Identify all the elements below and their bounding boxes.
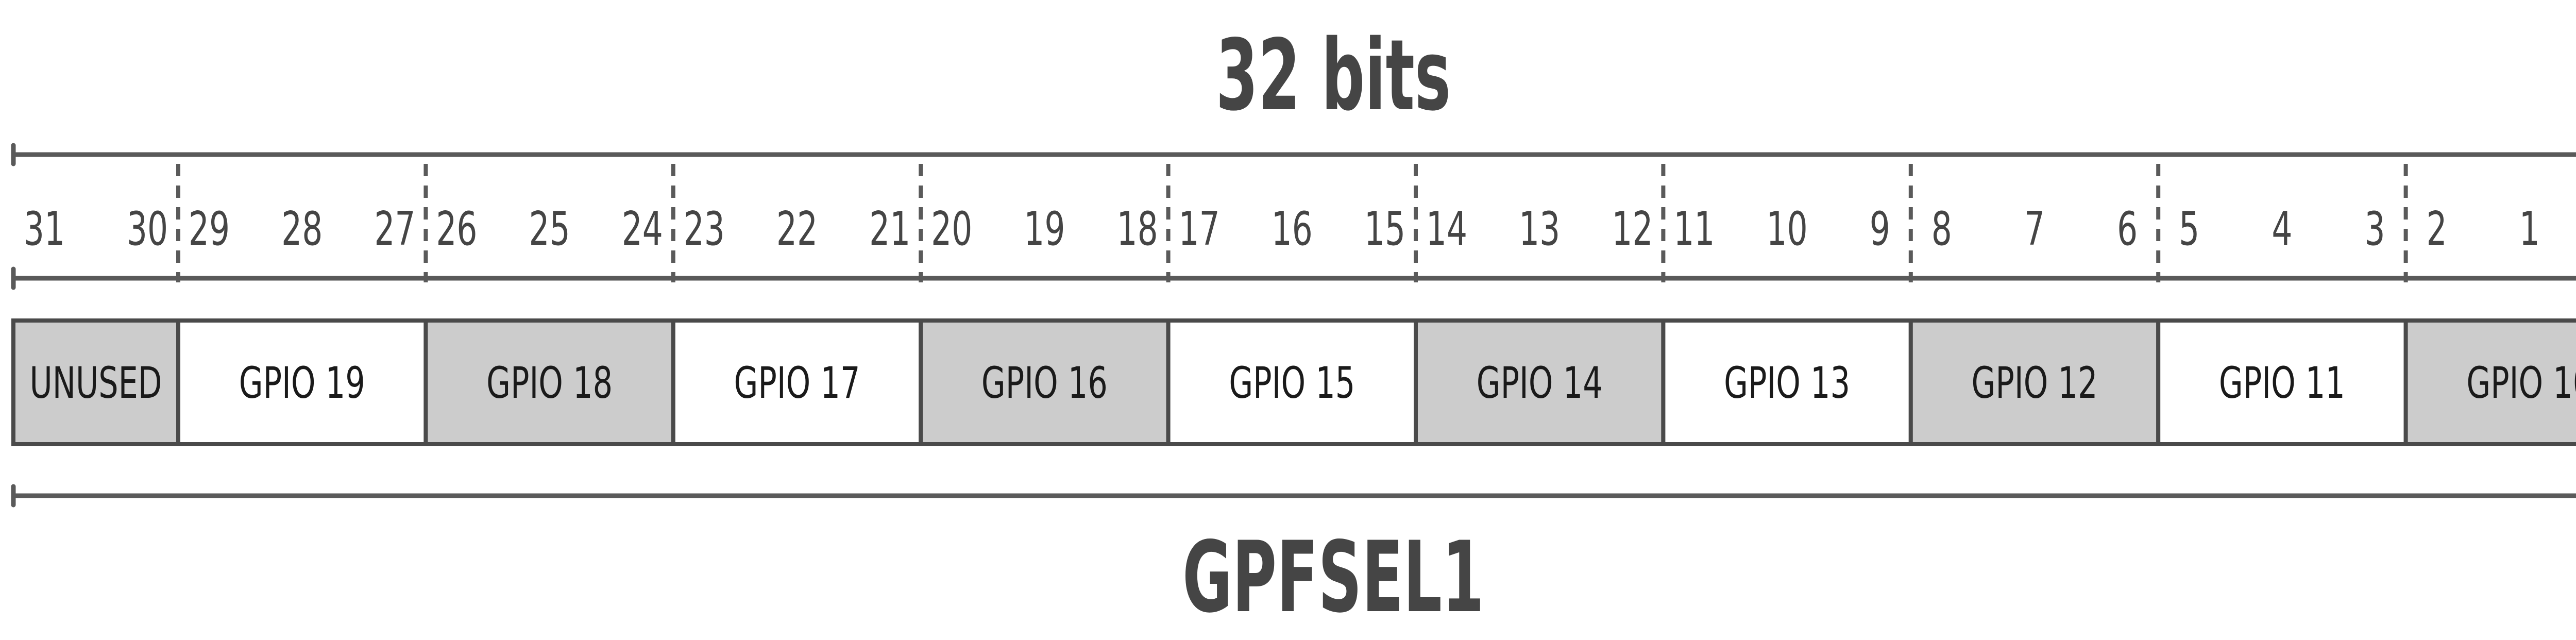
bit-number: 18 xyxy=(1117,203,1158,256)
bit-number: 21 xyxy=(869,203,910,256)
bit-number: 12 xyxy=(1612,203,1653,256)
field-cell xyxy=(919,318,1171,446)
bit-number: 23 xyxy=(684,203,725,256)
field-cell xyxy=(2403,318,2576,446)
bit-number: 9 xyxy=(1870,203,1890,256)
bit-number: 16 xyxy=(1272,203,1313,256)
field-cell xyxy=(671,318,923,446)
field-label: GPIO 17 xyxy=(734,358,860,409)
field-label: GPIO 13 xyxy=(1724,358,1850,409)
field-cell xyxy=(2156,318,2408,446)
field-label: GPIO 16 xyxy=(981,358,1108,409)
bit-number: 20 xyxy=(931,203,972,256)
bit-number: 29 xyxy=(189,203,230,256)
bit-number: 14 xyxy=(1426,203,1467,256)
register-fields: UNUSED GPIO 19 GPIO 18 GPIO 17 GPIO 16 GPIO 1… xyxy=(11,318,2576,446)
bit-number: 8 xyxy=(1931,203,1952,256)
field-cell xyxy=(11,318,180,446)
bit-number: 2 xyxy=(2427,203,2447,256)
bit-number: 13 xyxy=(1519,203,1560,256)
field-label: GPIO 15 xyxy=(1229,358,1355,409)
field-cell xyxy=(1908,318,2161,446)
field-label: GPIO 18 xyxy=(486,358,613,409)
bit-number: 30 xyxy=(127,203,168,256)
field-cell xyxy=(1414,318,1666,446)
bit-number: 17 xyxy=(1179,203,1220,256)
register-name: GPFSEL1 xyxy=(1182,521,1484,635)
field-label: GPIO 10 xyxy=(2466,358,2576,409)
field-label: GPIO 12 xyxy=(1972,358,2098,409)
bit-number: 10 xyxy=(1767,203,1808,256)
bit-number: 11 xyxy=(1673,203,1715,256)
bit-number: 31 xyxy=(24,203,65,256)
bit-number: 5 xyxy=(2179,203,2199,256)
bit-row-baseline xyxy=(11,266,2576,290)
bit-number: 7 xyxy=(2024,203,2045,256)
bit-width-label: 32 bits xyxy=(1216,19,1451,133)
field-cell xyxy=(423,318,675,446)
bit-number: 22 xyxy=(776,203,818,256)
field-label: GPIO 11 xyxy=(2219,358,2345,409)
field-cell xyxy=(176,318,428,446)
bit-number: 4 xyxy=(2272,203,2292,256)
bit-number: 28 xyxy=(281,203,323,256)
field-label: GPIO 19 xyxy=(239,358,365,409)
bit-number: 26 xyxy=(436,203,477,256)
bottom-span-rule xyxy=(11,484,2576,508)
bit-number: 1 xyxy=(2519,203,2540,256)
bit-number: 19 xyxy=(1024,203,1065,256)
bit-number: 25 xyxy=(529,203,570,256)
field-cell xyxy=(1661,318,1913,446)
bit-number: 3 xyxy=(2365,203,2385,256)
bit-number: 15 xyxy=(1364,203,1405,256)
bit-number: 6 xyxy=(2117,203,2138,256)
bit-number: 27 xyxy=(374,203,415,256)
field-label: UNUSED xyxy=(30,358,162,409)
top-span-rule xyxy=(11,143,2576,166)
field-label: GPIO 14 xyxy=(1477,358,1603,409)
bit-number: 24 xyxy=(622,203,663,256)
